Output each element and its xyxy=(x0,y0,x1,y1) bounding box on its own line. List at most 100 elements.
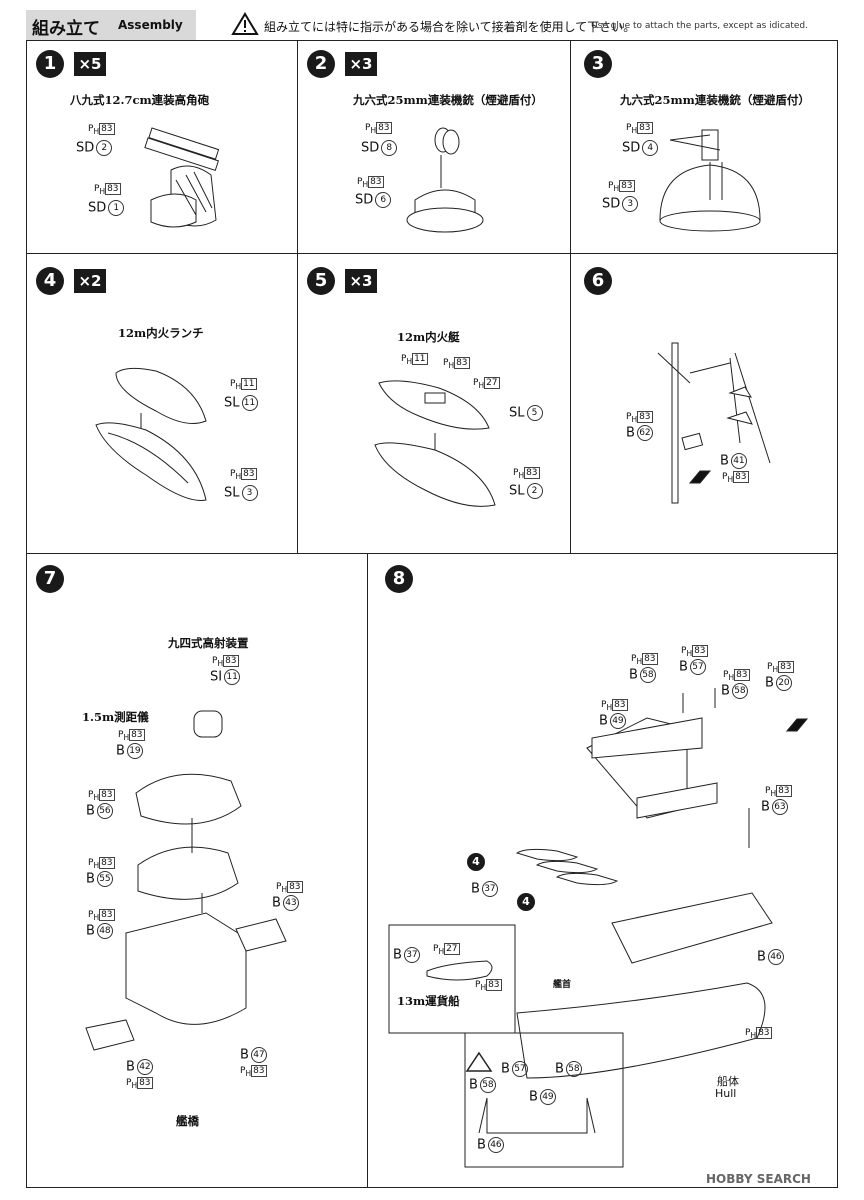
twin-gun-mount-drawing xyxy=(144,127,220,228)
header-title-en: Assembly xyxy=(118,18,183,32)
col-divider xyxy=(297,40,298,553)
step-number: 8 xyxy=(385,565,413,593)
inset-title: 13m運貨船 xyxy=(397,994,460,1008)
hull-label-en: Hull xyxy=(715,1087,737,1100)
hull-label-jp: 船体 xyxy=(717,1075,739,1088)
part-title: 12m内火艇 xyxy=(397,330,460,344)
step-callout: 4 xyxy=(517,893,535,911)
aa-gun-shielded-drawing xyxy=(659,129,761,232)
step-number: 3 xyxy=(584,50,612,78)
bridge-label: 艦橋 xyxy=(176,1114,199,1128)
header-title-box: 組み立て Assembly xyxy=(26,10,196,40)
col-divider xyxy=(570,40,571,553)
warning-icon xyxy=(231,12,259,36)
part-title: 12m内火ランチ xyxy=(118,326,204,340)
col-divider xyxy=(367,553,368,1188)
step-callout: 4 xyxy=(467,853,485,871)
part-title: 九四式高射装置 xyxy=(168,636,249,650)
assembly-grid xyxy=(26,40,838,1188)
step-number: 1 xyxy=(36,50,64,78)
part-title: 九六式25mm連装機銃（煙避盾付） xyxy=(620,93,810,107)
step-number: 2 xyxy=(307,50,335,78)
glue-note-jp: 組み立てには特に指示がある場合を除いて接着剤を使用して下さい。 xyxy=(264,20,636,34)
quantity-badge: ×2 xyxy=(74,269,106,293)
assembly-header: 組み立て Assembly 組み立てには特に指示がある場合を除いて接着剤を使用し… xyxy=(26,10,836,40)
quantity-badge: ×5 xyxy=(74,52,106,76)
part-title: 八九式12.7cm連装高角砲 xyxy=(70,93,210,107)
bow-label: 艦首 xyxy=(553,980,572,990)
step-number: 6 xyxy=(584,267,612,295)
quantity-badge: ×3 xyxy=(345,269,377,293)
watermark: HOBBY SEARCH xyxy=(706,1172,811,1186)
motor-boat-drawing xyxy=(374,380,496,507)
aa-gun-drawing xyxy=(406,127,484,233)
step-number: 5 xyxy=(307,267,335,295)
hull-assembly-drawing xyxy=(388,688,809,1168)
row-divider xyxy=(26,253,838,254)
